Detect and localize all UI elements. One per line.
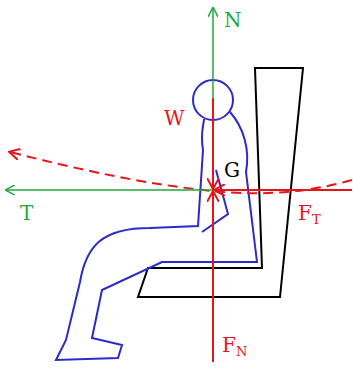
seat-force-arrow (215, 189, 352, 191)
trajectory-curve (10, 152, 352, 193)
force-label: W (164, 108, 185, 128)
normal-force-arrow (212, 8, 214, 190)
person-body (56, 112, 257, 360)
force-label: N (224, 10, 242, 30)
tension-arrow (6, 189, 213, 191)
weight-arrow (212, 98, 214, 188)
force-label: FN (222, 335, 247, 358)
force-label: T (20, 203, 33, 223)
reaction-arrow (212, 192, 214, 362)
point-label: G (224, 160, 240, 180)
force-label: FT (298, 203, 321, 226)
